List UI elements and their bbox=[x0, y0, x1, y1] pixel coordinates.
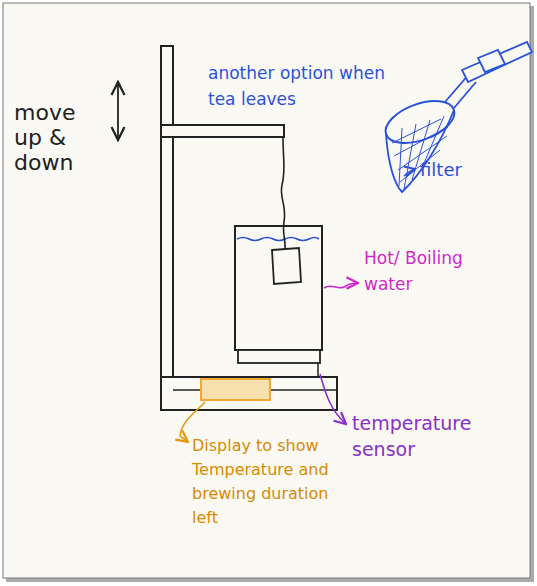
glass bbox=[235, 226, 322, 350]
part-label: Hot/ Boiling water bbox=[364, 245, 464, 297]
part-label: filter bbox=[420, 158, 510, 182]
stand-pole bbox=[161, 46, 173, 410]
tea-bag bbox=[272, 248, 301, 284]
sensor-pad bbox=[317, 363, 319, 377]
filter-leader bbox=[404, 169, 415, 176]
water-surface bbox=[237, 238, 319, 241]
stand-base bbox=[161, 377, 337, 410]
display-panel bbox=[201, 379, 270, 400]
filter-rim bbox=[380, 93, 460, 151]
tea-string bbox=[281, 137, 285, 250]
sensor-leader bbox=[320, 374, 346, 424]
option-note: another option when tea leaves bbox=[208, 60, 386, 112]
motion-note: move up & down bbox=[14, 100, 92, 175]
paper-frame bbox=[3, 3, 530, 578]
stand-arm bbox=[161, 125, 284, 137]
move-arrow bbox=[117, 82, 119, 140]
part-note: Display to show Temperature and brewing … bbox=[192, 434, 342, 530]
water-leader bbox=[324, 283, 358, 288]
glass-plate bbox=[238, 350, 320, 363]
filter-paddle bbox=[462, 42, 532, 82]
part-label: temperature sensor bbox=[352, 410, 502, 462]
filter-clip bbox=[478, 50, 505, 72]
